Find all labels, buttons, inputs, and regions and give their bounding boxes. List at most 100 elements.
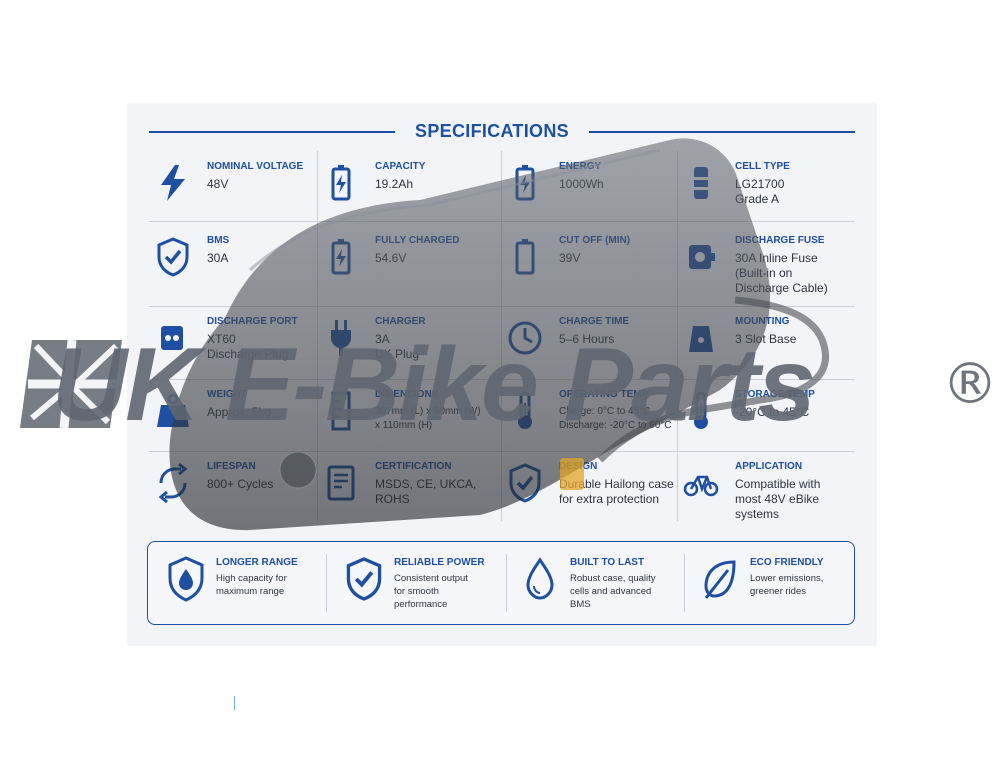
spec-label: CHARGE TIME <box>559 316 629 327</box>
spec-mounting: MOUNTING 3 Slot Base <box>683 314 849 380</box>
certificate-icon <box>323 463 359 503</box>
feature-longer-range: LONGER RANGE High capacity for maximum ra… <box>166 542 326 624</box>
spec-dimensions: DIMENSIONS 367mm (L) x 90mm (W) x 110mm (… <box>323 387 489 453</box>
registered-mark: ® <box>942 352 998 417</box>
weight-icon <box>155 391 191 431</box>
spec-value: 367mm (L) x 90mm (W) x 110mm (H) <box>375 406 481 431</box>
cycle-icon <box>155 462 191 504</box>
shield-check-icon <box>344 556 384 602</box>
feature-label: ECO FRIENDLY <box>750 557 824 568</box>
battery-charge-icon <box>323 163 359 203</box>
spec-value: 1000Wh <box>559 177 604 191</box>
port-icon <box>155 318 191 358</box>
feature-value: Lower emissions, greener rides <box>750 573 824 597</box>
spec-label: DIMENSIONS <box>375 389 439 400</box>
fuse-icon <box>683 237 719 277</box>
feature-divider <box>326 554 327 612</box>
feature-divider <box>684 554 685 612</box>
spec-storage-temp: STORAGE TEMP -20°C to 45°C <box>683 387 849 453</box>
battery-empty-icon <box>507 237 543 277</box>
thermometer-icon <box>683 391 719 431</box>
spec-label: CERTIFICATION <box>375 461 452 472</box>
specifications-title: SPECIFICATIONS <box>415 121 569 141</box>
spec-label: MOUNTING <box>735 316 790 327</box>
feature-eco-friendly: ECO FRIENDLY Lower emissions, greener rid… <box>700 542 860 624</box>
spec-value: LG21700 Grade A <box>735 177 785 206</box>
spec-value: Approx. 5kg <box>207 405 272 419</box>
spec-value: 19.2Ah <box>375 177 414 191</box>
spec-value: 3 Slot Base <box>735 332 797 346</box>
battery-charge-icon <box>507 163 543 203</box>
ruler-icon <box>323 391 359 431</box>
feature-label: RELIABLE POWER <box>394 557 485 568</box>
spec-application: APPLICATION Compatible with most 48V eBik… <box>683 459 849 525</box>
bicycle-icon <box>683 463 719 503</box>
shield-drop-icon <box>166 556 206 602</box>
spec-value: MSDS, CE, UKCA, ROHS <box>375 477 477 506</box>
spec-label: APPLICATION <box>735 461 803 472</box>
spec-value: 30A <box>207 251 229 265</box>
spec-charger: CHARGER 3A UK Plug <box>323 314 489 380</box>
spec-certification: CERTIFICATION MSDS, CE, UKCA, ROHS <box>323 459 489 525</box>
specifications-header: SPECIFICATIONS <box>149 121 855 143</box>
spec-nominal-voltage: NOMINAL VOLTAGE 48V <box>155 159 321 225</box>
feature-value: Consistent output for smooth performance <box>394 573 468 610</box>
spec-label: DISCHARGE FUSE <box>735 235 825 246</box>
spec-label: STORAGE TEMP <box>735 389 815 400</box>
spec-label: BMS <box>207 235 230 246</box>
spec-value: 800+ Cycles <box>207 477 274 491</box>
spec-label: WEIGHT <box>207 389 247 400</box>
plug-icon <box>323 318 359 358</box>
spec-value: 30A Inline Fuse (Built-in on Discharge C… <box>735 251 828 295</box>
shield-check-icon <box>155 237 191 277</box>
spec-discharge-port: DISCHARGE PORT XT60 Discharge Plug <box>155 314 321 380</box>
spec-fully-charged: FULLY CHARGED 54.6V <box>323 233 489 299</box>
leaf-icon <box>700 556 740 602</box>
feature-built-to-last: BUILT TO LAST Robust case, quality cells … <box>520 542 680 624</box>
feature-label: LONGER RANGE <box>216 557 298 568</box>
spec-label: CELL TYPE <box>735 161 790 172</box>
shield-check-icon <box>507 463 543 503</box>
cell-icon <box>683 163 719 203</box>
spec-label: CUT OFF (MIN) <box>559 235 631 246</box>
spec-value: -20°C to 45°C <box>735 405 810 419</box>
spec-label: CHARGER <box>375 316 426 327</box>
feature-label: BUILT TO LAST <box>570 557 645 568</box>
spec-discharge-fuse: DISCHARGE FUSE 30A Inline Fuse (Built-in … <box>683 233 849 299</box>
spec-label: ENERGY <box>559 161 602 172</box>
header-rule-left <box>149 131 395 133</box>
spec-value: 39V <box>559 251 581 265</box>
spec-label: FULLY CHARGED <box>375 235 460 246</box>
specifications-panel: SPECIFICATIONS NOMINAL VOLTAGE 48V CAPACIT… <box>127 103 877 646</box>
spec-value: 5–6 Hours <box>559 332 615 346</box>
spec-value: 54.6V <box>375 251 407 265</box>
feature-value: Robust case, quality cells and advanced … <box>570 573 656 610</box>
spec-energy: ENERGY 1000Wh <box>507 159 673 225</box>
thermometer-icon <box>507 391 543 431</box>
cursor-mark <box>234 696 235 710</box>
header-rule-right <box>589 131 855 133</box>
spec-label: DISCHARGE PORT <box>207 316 298 327</box>
spec-value: Charge: 0°C to 45°C Discharge: -20°C to … <box>559 406 672 431</box>
spec-bms: BMS 30A <box>155 233 321 299</box>
spec-label: CAPACITY <box>375 161 426 172</box>
features-box: LONGER RANGE High capacity for maximum ra… <box>147 541 855 625</box>
spec-value: Compatible with most 48V eBike systems <box>735 477 821 521</box>
spec-label: OPERATING TEMP <box>559 389 649 400</box>
spec-label: NOMINAL VOLTAGE <box>207 161 304 172</box>
battery-charge-icon <box>323 237 359 277</box>
spec-value: 3A UK Plug <box>375 332 420 361</box>
spec-operating-temp: OPERATING TEMP Charge: 0°C to 45°C Discha… <box>507 387 673 453</box>
feature-reliable-power: RELIABLE POWER Consistent output for smoo… <box>344 542 504 624</box>
spec-value: XT60 Discharge Plug <box>207 332 289 361</box>
spec-cell-type: CELL TYPE LG21700 Grade A <box>683 159 849 225</box>
mount-icon <box>683 318 719 358</box>
grid-divider <box>149 306 855 307</box>
feature-value: High capacity for maximum range <box>216 573 287 597</box>
specifications-grid: NOMINAL VOLTAGE 48V CAPACITY 19.2Ah ENERGY 10… <box>149 151 855 521</box>
spec-value: 48V <box>207 177 229 191</box>
spec-value: Durable Hailong case for extra protectio… <box>559 477 674 506</box>
clock-icon <box>507 318 543 358</box>
